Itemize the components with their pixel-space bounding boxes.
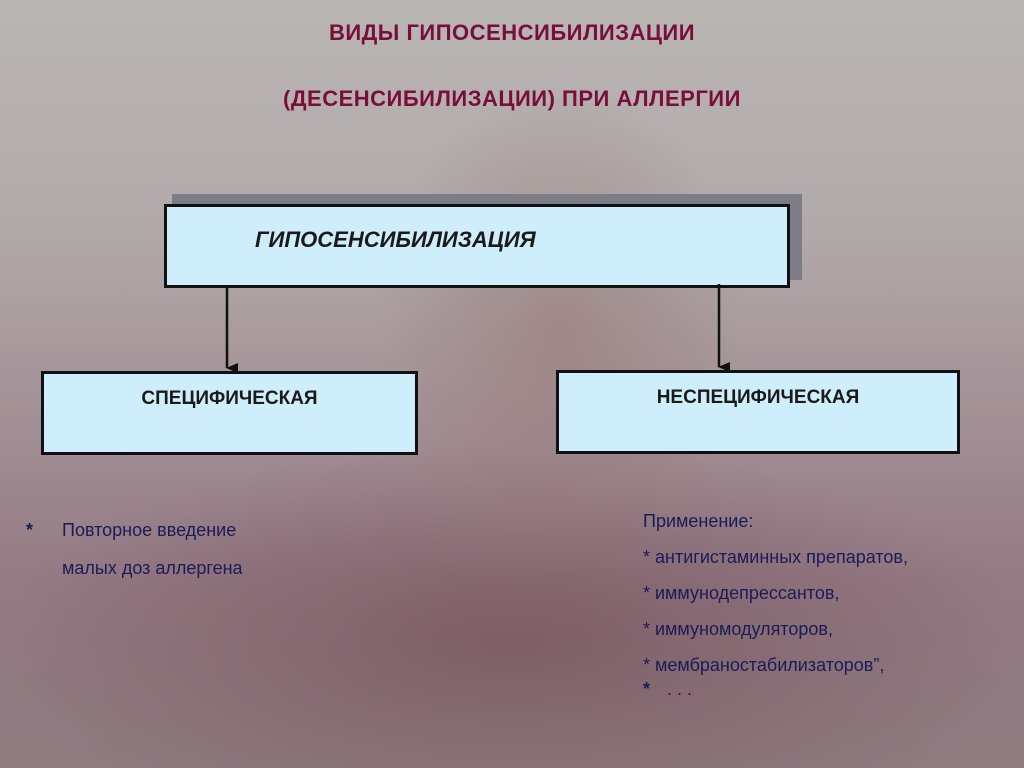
nonspecific-notes: Применение: * антигистаминных препаратов…	[643, 511, 908, 703]
nonspecific-notes-item: * иммунодепрессантов,	[643, 583, 840, 603]
nonspecific-notes-item: * мембраностабилизаторов”,	[643, 655, 885, 675]
specific-notes-line1: Повторное введение	[62, 520, 237, 540]
nonspecific-notes-last-star: *	[643, 679, 651, 699]
root-box: ГИПОСЕНСИБИЛИЗАЦИЯ	[164, 204, 790, 288]
nonspecific-box-label: НЕСПЕЦИФИЧЕСКАЯ	[656, 387, 860, 408]
root-box-label: ГИПОСЕНСИБИЛИЗАЦИЯ	[255, 227, 536, 252]
nonspecific-notes-ellipsis: . . .	[667, 679, 693, 699]
specific-box-label: СПЕЦИФИЧЕСКАЯ	[141, 388, 318, 409]
nonspecific-box: НЕСПЕЦИФИЧЕСКАЯ	[556, 370, 960, 454]
nonspecific-notes-item: * иммуномодуляторов,	[643, 619, 833, 639]
specific-notes-line2: малых доз аллергена	[62, 558, 243, 578]
nonspecific-notes-tail: * мембраностабилизаторов”, * . . .	[643, 655, 908, 703]
slide-title-line1: ВИДЫ ГИПОСЕНСИБИЛИЗАЦИИ	[328, 20, 696, 45]
nonspecific-notes-item: * антигистаминных препаратов,	[643, 547, 908, 567]
specific-notes-bullet: *	[26, 520, 34, 540]
slide-title-line2: (ДЕСЕНСИБИЛИЗАЦИИ) ПРИ АЛЛЕРГИИ	[283, 86, 741, 111]
specific-box: СПЕЦИФИЧЕСКАЯ	[41, 371, 418, 455]
nonspecific-notes-heading: Применение:	[643, 511, 754, 531]
